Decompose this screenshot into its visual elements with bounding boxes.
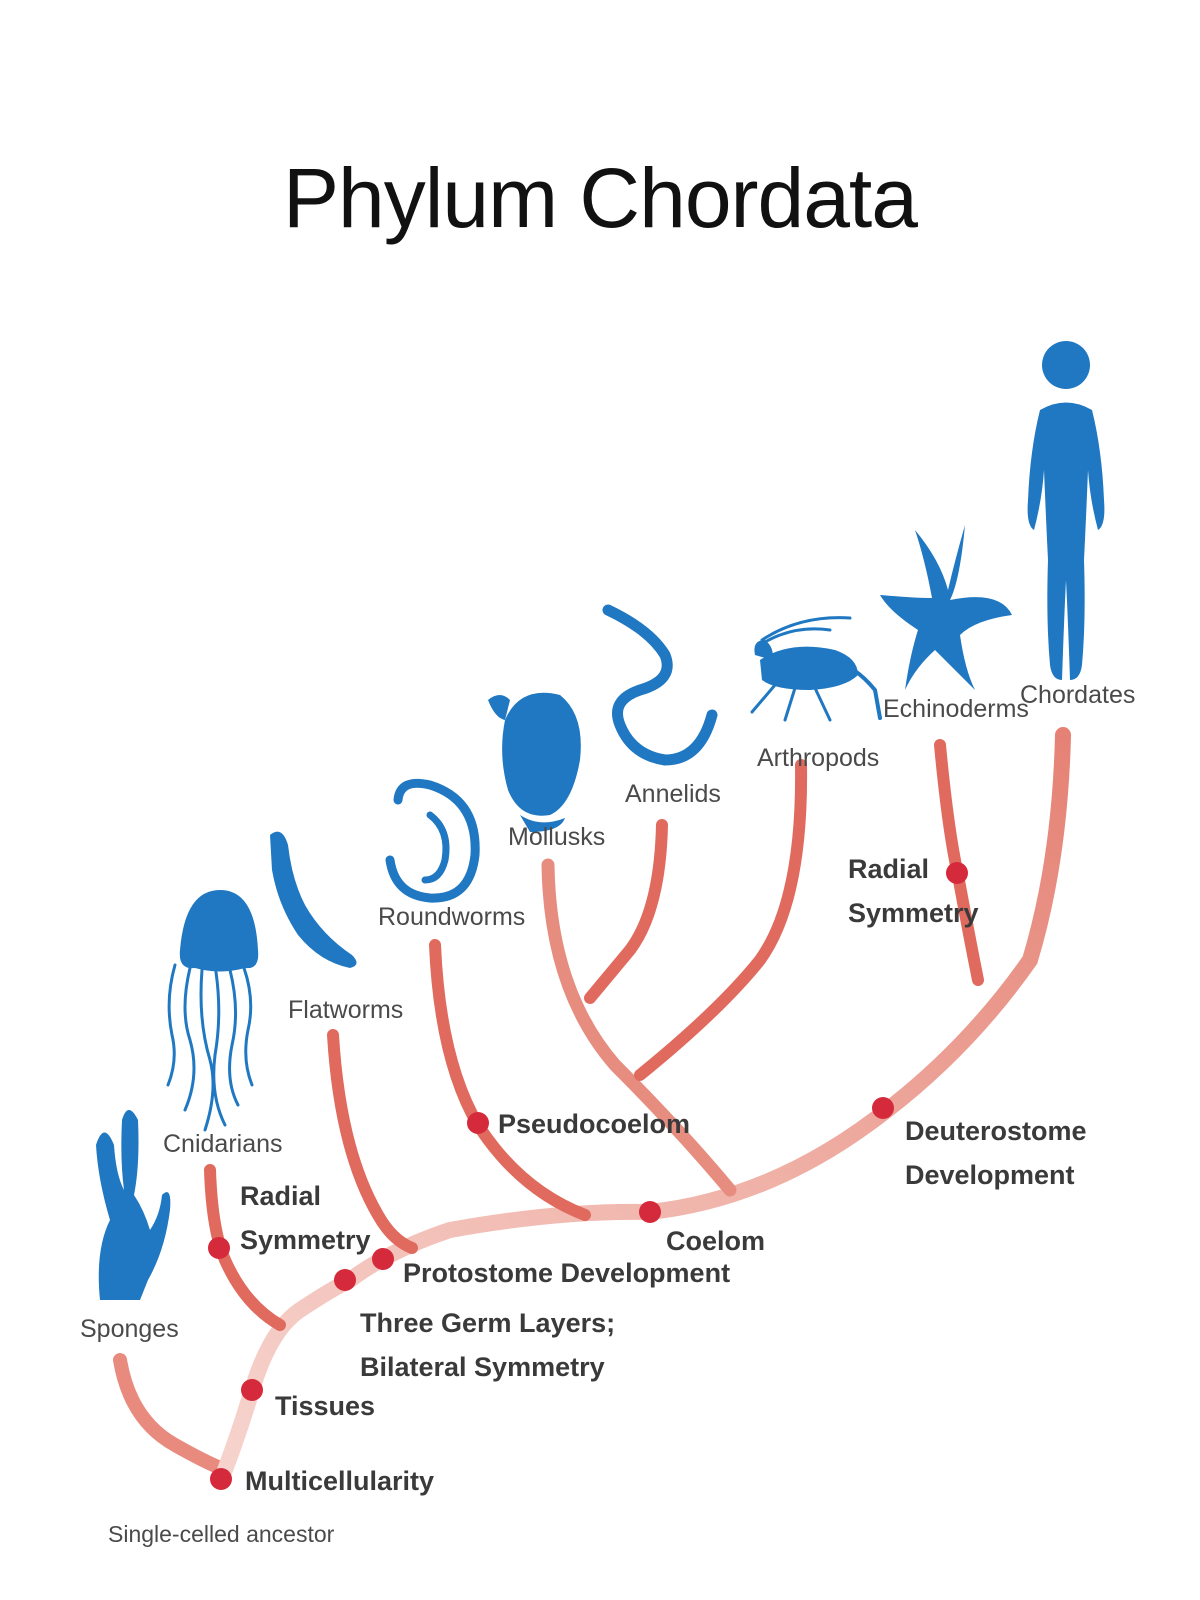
- label-three-germ-layers: Three Germ Layers; Bilateral Symmetry: [360, 1308, 623, 1382]
- label-annelids: Annelids: [625, 780, 721, 808]
- node-three-germ-layers: [334, 1269, 356, 1291]
- label-radial-symmetry-1: Radial Symmetry: [240, 1181, 371, 1255]
- label-multicellularity: Multicellularity: [245, 1466, 434, 1496]
- branch-cnidarians: [204, 1164, 286, 1331]
- page-title: Phylum Chordata: [283, 151, 918, 245]
- label-three-germ-layers-line2: Bilateral Symmetry: [360, 1352, 605, 1382]
- branch-arthropods: [634, 759, 808, 1081]
- label-radial-symmetry-1-line1: Radial: [240, 1181, 321, 1211]
- label-radial-symmetry-2-line2: Symmetry: [848, 898, 979, 928]
- branch-annelids: [584, 819, 668, 1004]
- grasshopper-icon: [750, 616, 882, 722]
- sponge-icon: [96, 1110, 171, 1300]
- label-tissues: Tissues: [275, 1391, 375, 1421]
- label-single-celled-ancestor: Single-celled ancestor: [108, 1521, 335, 1547]
- label-radial-symmetry-1-line2: Symmetry: [240, 1225, 371, 1255]
- label-arthropods: Arthropods: [757, 744, 879, 772]
- label-deuterostome: Deuterostome Development: [905, 1116, 1094, 1190]
- roundworm-icon: [385, 778, 480, 903]
- label-chordates: Chordates: [1020, 681, 1135, 709]
- jellyfish-icon: [166, 890, 259, 1132]
- node-deuterostome: [872, 1097, 894, 1119]
- label-deuterostome-line2: Development: [905, 1160, 1075, 1190]
- starfish-icon: [880, 525, 1012, 690]
- node-radial-symmetry-1: [208, 1237, 230, 1259]
- branch-flatworms: [327, 1029, 418, 1254]
- label-three-germ-layers-line1: Three Germ Layers;: [360, 1308, 615, 1338]
- label-sponges: Sponges: [80, 1315, 179, 1343]
- label-coelom: Coelom: [666, 1226, 765, 1256]
- label-pseudocoelom: Pseudocoelom: [498, 1109, 690, 1139]
- label-mollusks: Mollusks: [508, 823, 605, 851]
- node-protostome: [372, 1248, 394, 1270]
- earthworm-icon: [602, 604, 718, 766]
- tree-branches: [113, 727, 1071, 1478]
- label-flatworms: Flatworms: [288, 996, 403, 1024]
- branch-sponges: [113, 1353, 232, 1477]
- label-protostome: Protostome Development: [403, 1258, 730, 1288]
- node-coelom: [639, 1201, 661, 1223]
- flatworm-icon: [270, 831, 357, 968]
- label-radial-symmetry-2-line1: Radial: [848, 854, 929, 884]
- snail-icon: [488, 692, 581, 832]
- trait-nodes: [208, 862, 968, 1490]
- node-multicellularity: [210, 1468, 232, 1490]
- label-roundworms: Roundworms: [378, 903, 525, 931]
- trait-labels: Multicellularity Tissues Radial Symmetry…: [240, 854, 1094, 1496]
- branch-mollusks: [541, 858, 737, 1197]
- label-radial-symmetry-2: Radial Symmetry: [848, 854, 979, 928]
- node-pseudocoelom: [467, 1112, 489, 1134]
- human-icon: [1027, 341, 1105, 680]
- node-tissues: [241, 1379, 263, 1401]
- label-echinoderms: Echinoderms: [883, 695, 1029, 723]
- taxon-labels: Sponges Cnidarians Flatworms Roundworms …: [80, 681, 1135, 1343]
- label-deuterostome-line1: Deuterostome: [905, 1116, 1087, 1146]
- node-radial-symmetry-2: [946, 862, 968, 884]
- label-cnidarians: Cnidarians: [163, 1130, 283, 1158]
